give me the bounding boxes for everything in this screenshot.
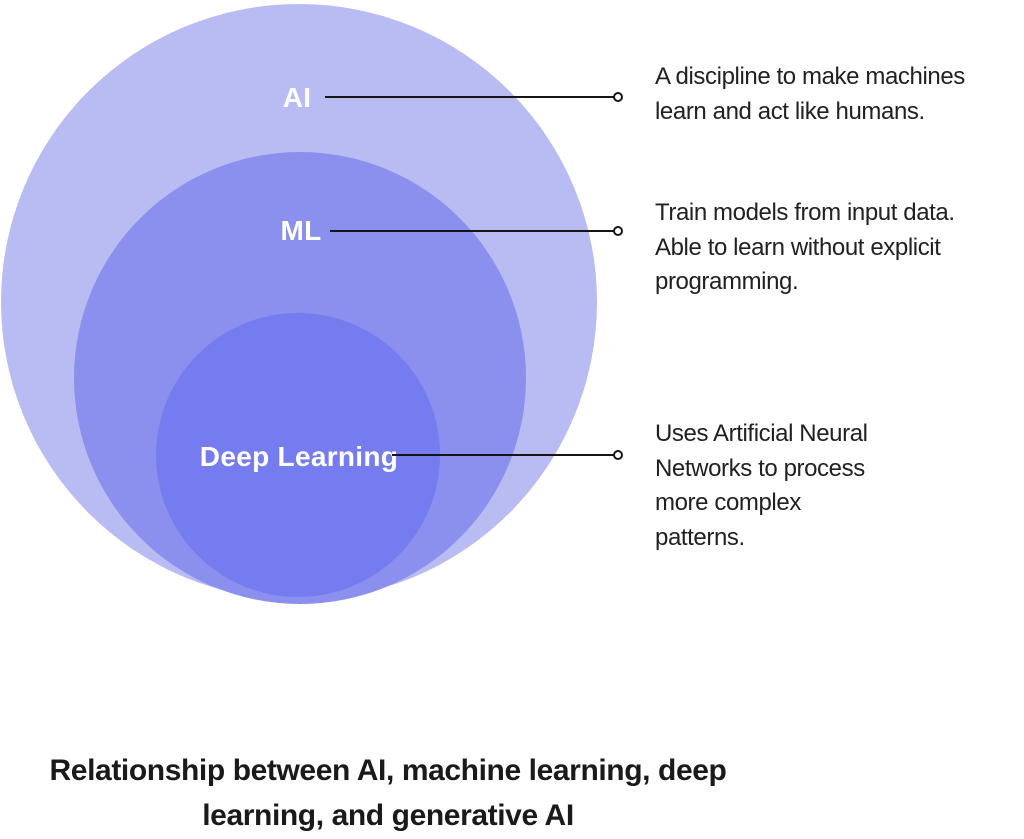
- deep-learning-description-line: Uses Artificial Neural: [655, 420, 868, 447]
- ml-description-line: Able to learn without explicit: [655, 233, 941, 261]
- deep-learning-description-line: Networks to process: [655, 454, 865, 482]
- ai-connector-endpoint-dot-icon: [613, 92, 623, 102]
- ai-description-line: A discipline to make machines: [655, 63, 965, 90]
- ml-connector-line: [330, 230, 614, 232]
- ml-description-line: Train models from input data.: [655, 199, 955, 226]
- ai-circle-label: AI: [282, 82, 312, 113]
- deep-learning-description: Uses Artificial Neural Networks to proce…: [655, 417, 1024, 555]
- ml-connector-endpoint-dot-icon: [613, 226, 623, 236]
- ai-description-line: learn and act like humans.: [655, 97, 925, 125]
- ml-description-line: programming.: [655, 268, 799, 295]
- diagram-caption-line: Relationship between AI, machine learnin…: [49, 754, 727, 787]
- ai-connector-line: [325, 96, 614, 98]
- deep-learning-description-line: more complex: [655, 489, 801, 516]
- deep-learning-description-line: patterns.: [655, 523, 745, 551]
- deep-learning-connector-line: [392, 454, 614, 456]
- ml-description: Train models from input data. Able to le…: [655, 196, 1024, 300]
- ml-circle-label: ML: [280, 215, 322, 246]
- deep-learning-connector-endpoint-dot-icon: [613, 450, 623, 460]
- deep-learning-circle-label: Deep Learning: [199, 441, 399, 472]
- ai-description: A discipline to make machines learn and …: [655, 60, 1024, 129]
- diagram-caption-line: learning, and generative AI: [202, 799, 574, 832]
- diagram-caption: Relationship between AI, machine learnin…: [14, 748, 762, 838]
